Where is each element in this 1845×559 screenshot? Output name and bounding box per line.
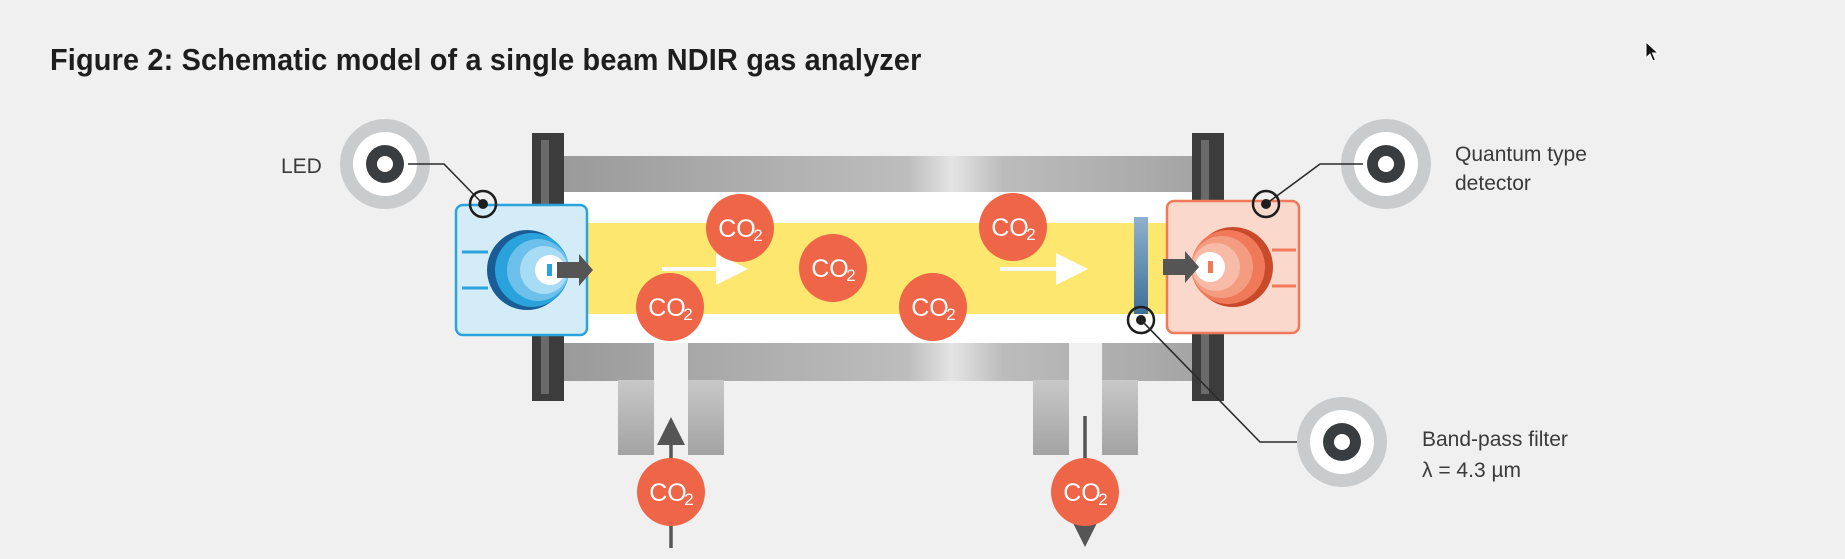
inlet-port-left-wall <box>618 380 654 455</box>
svg-text:CO: CO <box>991 214 1029 242</box>
svg-text:2: 2 <box>1026 225 1035 244</box>
svg-text:2: 2 <box>846 266 855 285</box>
detector-label-line2: detector <box>1455 172 1531 195</box>
co2-molecule: CO 2 <box>636 273 704 341</box>
led-emitter <box>454 203 593 337</box>
filter-label-line2: λ = 4.3 µm <box>1422 459 1521 482</box>
svg-text:2: 2 <box>753 226 762 245</box>
inlet-port-right-wall <box>688 380 724 455</box>
svg-text:2: 2 <box>684 490 693 509</box>
svg-text:2: 2 <box>946 305 955 324</box>
svg-text:2: 2 <box>683 305 692 324</box>
co2-molecule: CO 2 <box>706 194 774 262</box>
co2-molecule-inlet: CO 2 <box>637 458 705 526</box>
co2-molecule: CO 2 <box>899 273 967 341</box>
quantum-detector <box>1163 199 1301 335</box>
led-label: LED <box>281 155 322 178</box>
svg-text:2: 2 <box>1098 490 1107 509</box>
svg-text:CO: CO <box>1063 479 1101 507</box>
co2-molecule: CO 2 <box>799 234 867 302</box>
svg-text:CO: CO <box>649 479 687 507</box>
band-pass-filter <box>1134 217 1148 314</box>
svg-text:CO: CO <box>648 294 686 322</box>
detector-label-line1: Quantum type <box>1455 143 1587 166</box>
filter-callout: Band-pass filter λ = 4.3 µm <box>1126 305 1568 487</box>
figure-title: Figure 2: Schematic model of a single be… <box>50 42 922 77</box>
arrow-cursor-icon <box>1645 41 1660 62</box>
outlet-port-right-wall <box>1102 380 1138 455</box>
tube-upper-wall <box>560 156 1192 192</box>
co2-molecule: CO 2 <box>979 193 1047 261</box>
co2-molecule-outlet: CO 2 <box>1051 458 1119 526</box>
svg-text:CO: CO <box>911 294 949 322</box>
svg-text:CO: CO <box>811 255 849 283</box>
detector-callout: Quantum type detector <box>1251 119 1587 219</box>
outlet-port-left-wall <box>1033 380 1069 455</box>
filter-label-line1: Band-pass filter <box>1422 428 1568 451</box>
svg-text:CO: CO <box>718 215 756 243</box>
led-callout: LED <box>281 119 498 219</box>
